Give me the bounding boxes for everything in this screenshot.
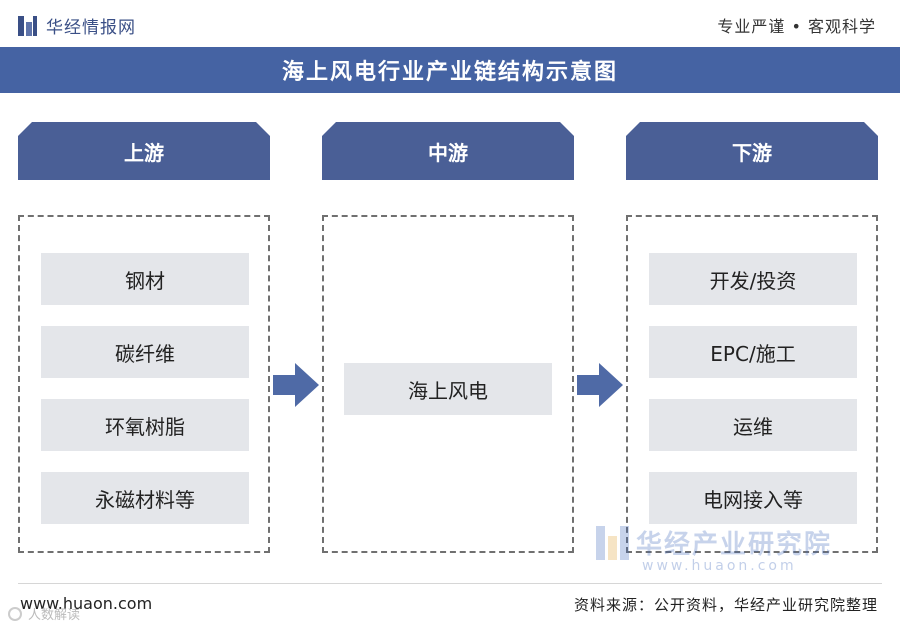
- downstream-item: 开发/投资: [649, 253, 857, 305]
- midstream-header: 中游: [322, 122, 574, 180]
- watermark-logo-icon: [596, 525, 630, 560]
- downstream-item: 运维: [649, 399, 857, 451]
- diagram-title: 海上风电行业产业链结构示意图: [0, 47, 900, 93]
- upstream-item: 环氧树脂: [41, 399, 249, 451]
- upstream-panel: [18, 215, 270, 553]
- watermark-circle-icon: [8, 606, 22, 621]
- brand-logo-icon: [18, 15, 38, 36]
- brand-name: 华经情报网: [46, 18, 136, 38]
- corner-watermark-text: 人数解读: [28, 608, 81, 623]
- downstream-panel: [626, 215, 878, 553]
- midstream-panel: [322, 215, 574, 553]
- downstream-header: 下游: [626, 122, 878, 180]
- watermark-logo: 华经产业研究院: [596, 524, 832, 561]
- downstream-item: EPC/施工: [649, 326, 857, 378]
- watermark-name: 华经产业研究院: [636, 530, 833, 560]
- slogan: 专业严谨 • 客观科学: [717, 17, 876, 36]
- upstream-header: 上游: [18, 122, 270, 180]
- midstream-item: 海上风电: [344, 363, 552, 415]
- downstream-item: 电网接入等: [649, 472, 857, 524]
- corner-watermark: 人数解读: [8, 604, 80, 623]
- watermark-url: www.huaon.com: [642, 558, 797, 574]
- upstream-item: 永磁材料等: [41, 472, 249, 524]
- footer-divider: [18, 583, 882, 584]
- flow-arrow-icon: [577, 363, 623, 407]
- upstream-item: 钢材: [41, 253, 249, 305]
- flow-arrow-icon: [273, 363, 319, 407]
- top-bar: 华经情报网 专业严谨 • 客观科学: [0, 0, 900, 46]
- brand-logo[interactable]: 华经情报网: [18, 13, 136, 38]
- footer-source: 资料来源：公开资料，华经产业研究院整理: [573, 596, 878, 614]
- footer-url[interactable]: www.huaon.com: [20, 594, 153, 613]
- upstream-item: 碳纤维: [41, 326, 249, 378]
